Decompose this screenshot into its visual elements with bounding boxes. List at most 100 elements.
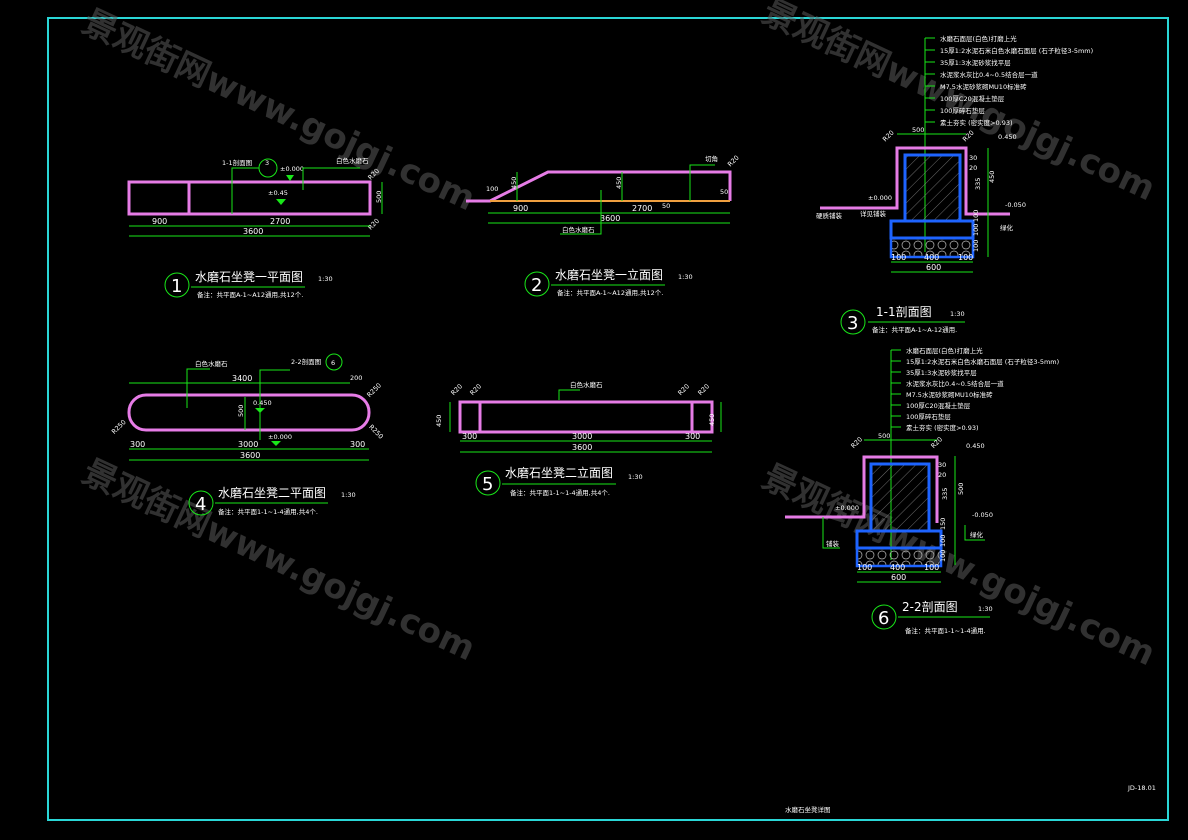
d6-title-label: 2-2剖面图: [902, 600, 958, 614]
d3-v2-label: 20: [969, 164, 977, 172]
d3-layers-2-label: 35厚1:3水泥砂浆找平层: [940, 58, 1011, 67]
d4-num-label: 4: [195, 494, 206, 515]
d3-w2-label: 400: [924, 253, 939, 262]
d6-layers-7-label: 素土夯实 (密实度>0.93): [906, 423, 979, 432]
d2-num-label: 2: [531, 275, 542, 296]
d3-layers-0-label: 水磨石面层(白色)打磨上光: [940, 34, 1017, 43]
d4-top_b-label: 200: [350, 374, 362, 382]
d2-scale-label: 1:30: [678, 273, 693, 281]
d3-r1-label: R20: [881, 129, 896, 144]
d3-scale-label: 1:30: [950, 310, 965, 318]
d3-layers-1-label: 15厚1:2水泥石米白色水磨石面层 (石子粒径3-5mm): [940, 46, 1093, 55]
d2-title-label: 水磨石坐凳一立面图: [555, 267, 663, 282]
d4-d_b-label: 3000: [238, 440, 258, 449]
d3-w3-label: 100: [958, 253, 973, 262]
d4-scale-label: 1:30: [341, 491, 356, 499]
d4-leader-label: 白色水磨石: [195, 359, 228, 368]
drawing-frame: [47, 17, 1169, 821]
d3-v4-label: 450: [988, 171, 996, 183]
d1-section_tag-label: 1-1剖面图: [222, 158, 252, 167]
d5-d_total-label: 3600: [572, 443, 592, 452]
d6-layers-2-label: 35厚1:3水泥砂浆找平层: [906, 368, 977, 377]
d3-title-label: 1-1剖面图: [876, 305, 932, 319]
d2-leader_bottom-label: 白色水磨石: [562, 225, 595, 234]
layer-callouts: 水磨石面层(白色)打磨上光 15厚1:2水泥石米白色水磨石面层 (石子粒径3-5…: [925, 34, 1093, 127]
d1-num-label: 1: [171, 276, 182, 297]
d2-h3-label: 450: [615, 177, 623, 189]
d3-w1-label: 100: [891, 253, 906, 262]
d4-top_a-label: 3400: [232, 374, 252, 383]
d4-r_left-label: R250: [110, 418, 128, 436]
drawing-3-section: 水磨石面层(白色)打磨上光 15厚1:2水泥石米白色水磨石面层 (石子粒径3-5…: [816, 34, 1093, 335]
d2-d_a-label: 900: [513, 204, 528, 213]
d3-layers-6-label: 100厚碎石垫层: [940, 106, 985, 115]
d6-r2-label: R20: [929, 435, 944, 450]
d5-scale-label: 1:30: [628, 473, 643, 481]
d5-d_b-label: 3000: [572, 432, 592, 441]
d1-elev-label: ±0.45: [268, 189, 288, 197]
watermark-label: 景观街网www.gojgj.com: [76, 2, 481, 219]
d4-h-label: 500: [237, 405, 245, 417]
d5-d_c-label: 300: [685, 432, 700, 441]
d2-mark-label: 50: [662, 202, 670, 210]
d6-scale-label: 1:30: [978, 605, 993, 613]
d4-elev_zero-label: ±0.000: [268, 433, 292, 441]
d6-v7-label: 100: [939, 550, 947, 562]
d5-num-label: 5: [482, 474, 493, 495]
d3-elev_top-label: 0.450: [998, 133, 1017, 141]
d4-elev-label: 0.450: [253, 399, 272, 407]
layer-callouts: 水磨石面层(白色)打磨上光 15厚1:2水泥石米白色水磨石面层 (石子粒径3-5…: [891, 346, 1059, 432]
d3-elev_low-label: -0.050: [1005, 201, 1026, 209]
d4-r_right1-label: R250: [365, 381, 383, 399]
d6-left_label-label: 铺装: [826, 539, 840, 548]
d4-d_a-label: 300: [130, 440, 145, 449]
d5-note-label: 备注：共平面1-1~1-4通用,共4个.: [510, 488, 610, 497]
d5-h_right-label: 450: [708, 414, 716, 426]
d3-v1-label: 30: [969, 154, 977, 162]
d6-num-label: 6: [878, 608, 889, 629]
d4-d_c-label: 300: [350, 440, 365, 449]
d3-left_label2-label: 详见铺装: [860, 209, 887, 218]
d5-h_left-label: 450: [435, 415, 443, 427]
d6-w2-label: 400: [890, 563, 905, 572]
d3-note-label: 备注：共平面A-1~A-12通用.: [872, 325, 957, 334]
d3-right_label-label: 绿化: [1000, 223, 1014, 232]
d1-d_total-label: 3600: [243, 227, 263, 236]
d1-title-label: 水磨石坐凳一平面图: [195, 269, 303, 284]
d6-v2-label: 20: [938, 471, 946, 479]
d2-h2-label: 450: [510, 177, 518, 189]
d3-layers-4-label: M7.5水泥砂浆砌MU10标准砖: [940, 82, 1027, 91]
sheet-title: 水磨石坐凳详图: [785, 805, 831, 814]
d6-note-label: 备注：共平面1-1~1-4通用.: [905, 626, 986, 635]
d3-v3-label: 335: [974, 178, 982, 190]
d6-top_w-label: 500: [878, 432, 890, 440]
d4-note-label: 备注：共平面1-1~1-4通用,共4个.: [218, 507, 318, 516]
d2-r-label: R20: [726, 154, 741, 169]
d3-top_w-label: 500: [912, 126, 924, 134]
d2-h4-label: 50: [720, 188, 728, 196]
d6-w1-label: 100: [857, 563, 872, 572]
d1-scale-label: 1:30: [318, 275, 333, 283]
d3-v7-label: 100: [972, 240, 980, 252]
d3-v5-label: 100: [972, 210, 980, 222]
d6-right_label-label: 绿化: [970, 530, 984, 539]
d1-elev_top-label: ±0.000: [280, 165, 304, 173]
d2-h1-label: 100: [486, 185, 498, 193]
d6-layers-1-label: 15厚1:2水泥石米白色水磨石面层 (石子粒径3-5mm): [906, 357, 1059, 366]
d2-d_total-label: 3600: [600, 214, 620, 223]
d2-leader_top-label: 切角: [705, 154, 718, 163]
d3-v6-label: 100: [972, 224, 980, 236]
drawing-5-elevation: 白色水磨石 R20 R20 R20 R20 450 450 300 3000 3…: [435, 380, 722, 497]
d4-section_ref-label: 6: [331, 359, 335, 367]
d1-d_a-label: 900: [152, 217, 167, 226]
d3-elev_zero-label: ±0.000: [868, 194, 892, 202]
d6-layers-4-label: M7.5水泥砂浆砌MU10标准砖: [906, 390, 993, 399]
d2-d_b-label: 2700: [632, 204, 652, 213]
d1-d_b-label: 2700: [270, 217, 290, 226]
d2-note-label: 备注：共平面A-1~A12通用,共12个.: [557, 288, 663, 297]
d5-r2-label: R20: [468, 382, 483, 397]
d4-title-label: 水磨石坐凳二平面图: [218, 485, 326, 500]
d6-elev_top-label: 0.450: [966, 442, 985, 450]
d4-d_total-label: 3600: [240, 451, 260, 460]
drawing-1-plan: 1-1剖面图 3 ±0.000 ±0.45 白色水磨石 R20 R20 500 …: [127, 156, 383, 299]
